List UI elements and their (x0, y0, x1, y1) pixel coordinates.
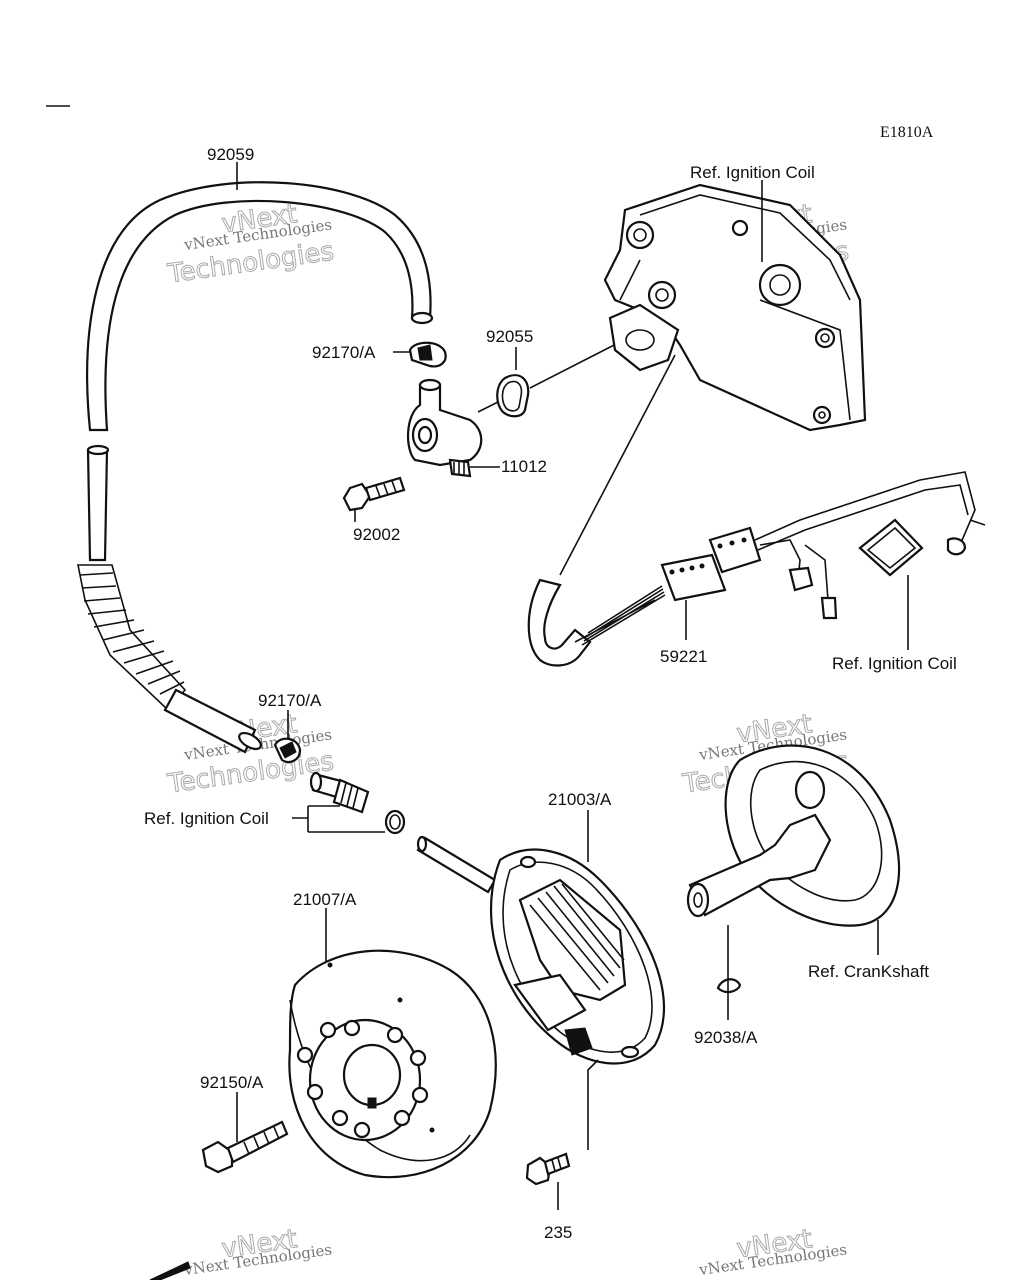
part-number-92150a: 92150/A (200, 1073, 264, 1092)
crankshaft-flywheel (686, 744, 900, 927)
part-number-92038a: 92038/A (694, 1028, 758, 1047)
part-number-92170a-mid: 92170/A (258, 691, 322, 710)
leader-235 (587, 1059, 599, 1150)
scan-artifact (149, 1261, 191, 1280)
part-number-235: 235 (544, 1223, 572, 1242)
watermark: vNext Technologies vNext (697, 1224, 848, 1279)
part-number-59221: 59221 (660, 647, 707, 666)
o-ring (384, 809, 406, 835)
clamp-92170a-top (408, 341, 447, 368)
part-number-21003a: 21003/A (548, 790, 612, 809)
part-number-92170a-top: 92170/A (312, 343, 376, 362)
ignition-coil-housing (603, 183, 867, 432)
hose-fitting (309, 771, 370, 814)
ref-ignition-coil-left: Ref. Ignition Coil (144, 809, 269, 828)
ref-crankshaft: Ref. CranKshaft (808, 962, 929, 981)
screw-235 (525, 1152, 571, 1186)
ref-ignition-coil-right: Ref. Ignition Coil (832, 654, 957, 673)
watermark: vNext Technologies vNext (182, 1224, 333, 1279)
bolt-92002 (342, 476, 406, 512)
bolt-92150a (201, 1120, 289, 1174)
woodruff-key-92038a (716, 978, 742, 994)
oil-hose-92059 (77, 181, 434, 754)
wiring-harness-59221 (527, 354, 986, 667)
oil-pump-11012 (406, 378, 483, 478)
part-number-92055: 92055 (486, 327, 533, 346)
ref-ignition-coil-top: Ref. Ignition Coil (690, 163, 815, 182)
part-number-21007a: 21007/A (293, 890, 357, 909)
part-number-92002: 92002 (353, 525, 400, 544)
part-number-92059: 92059 (207, 145, 254, 164)
clamp-92170a-mid (273, 737, 302, 764)
diagram-code: E1810A (880, 124, 934, 141)
gasket-92055 (496, 374, 530, 418)
stator-21003a (416, 835, 666, 1065)
part-number-11012: 11012 (501, 457, 547, 476)
rotor-21007a (288, 949, 497, 1179)
leader-ref-ignition-coil-left (292, 805, 385, 833)
assembly-axis-pump (477, 341, 621, 413)
